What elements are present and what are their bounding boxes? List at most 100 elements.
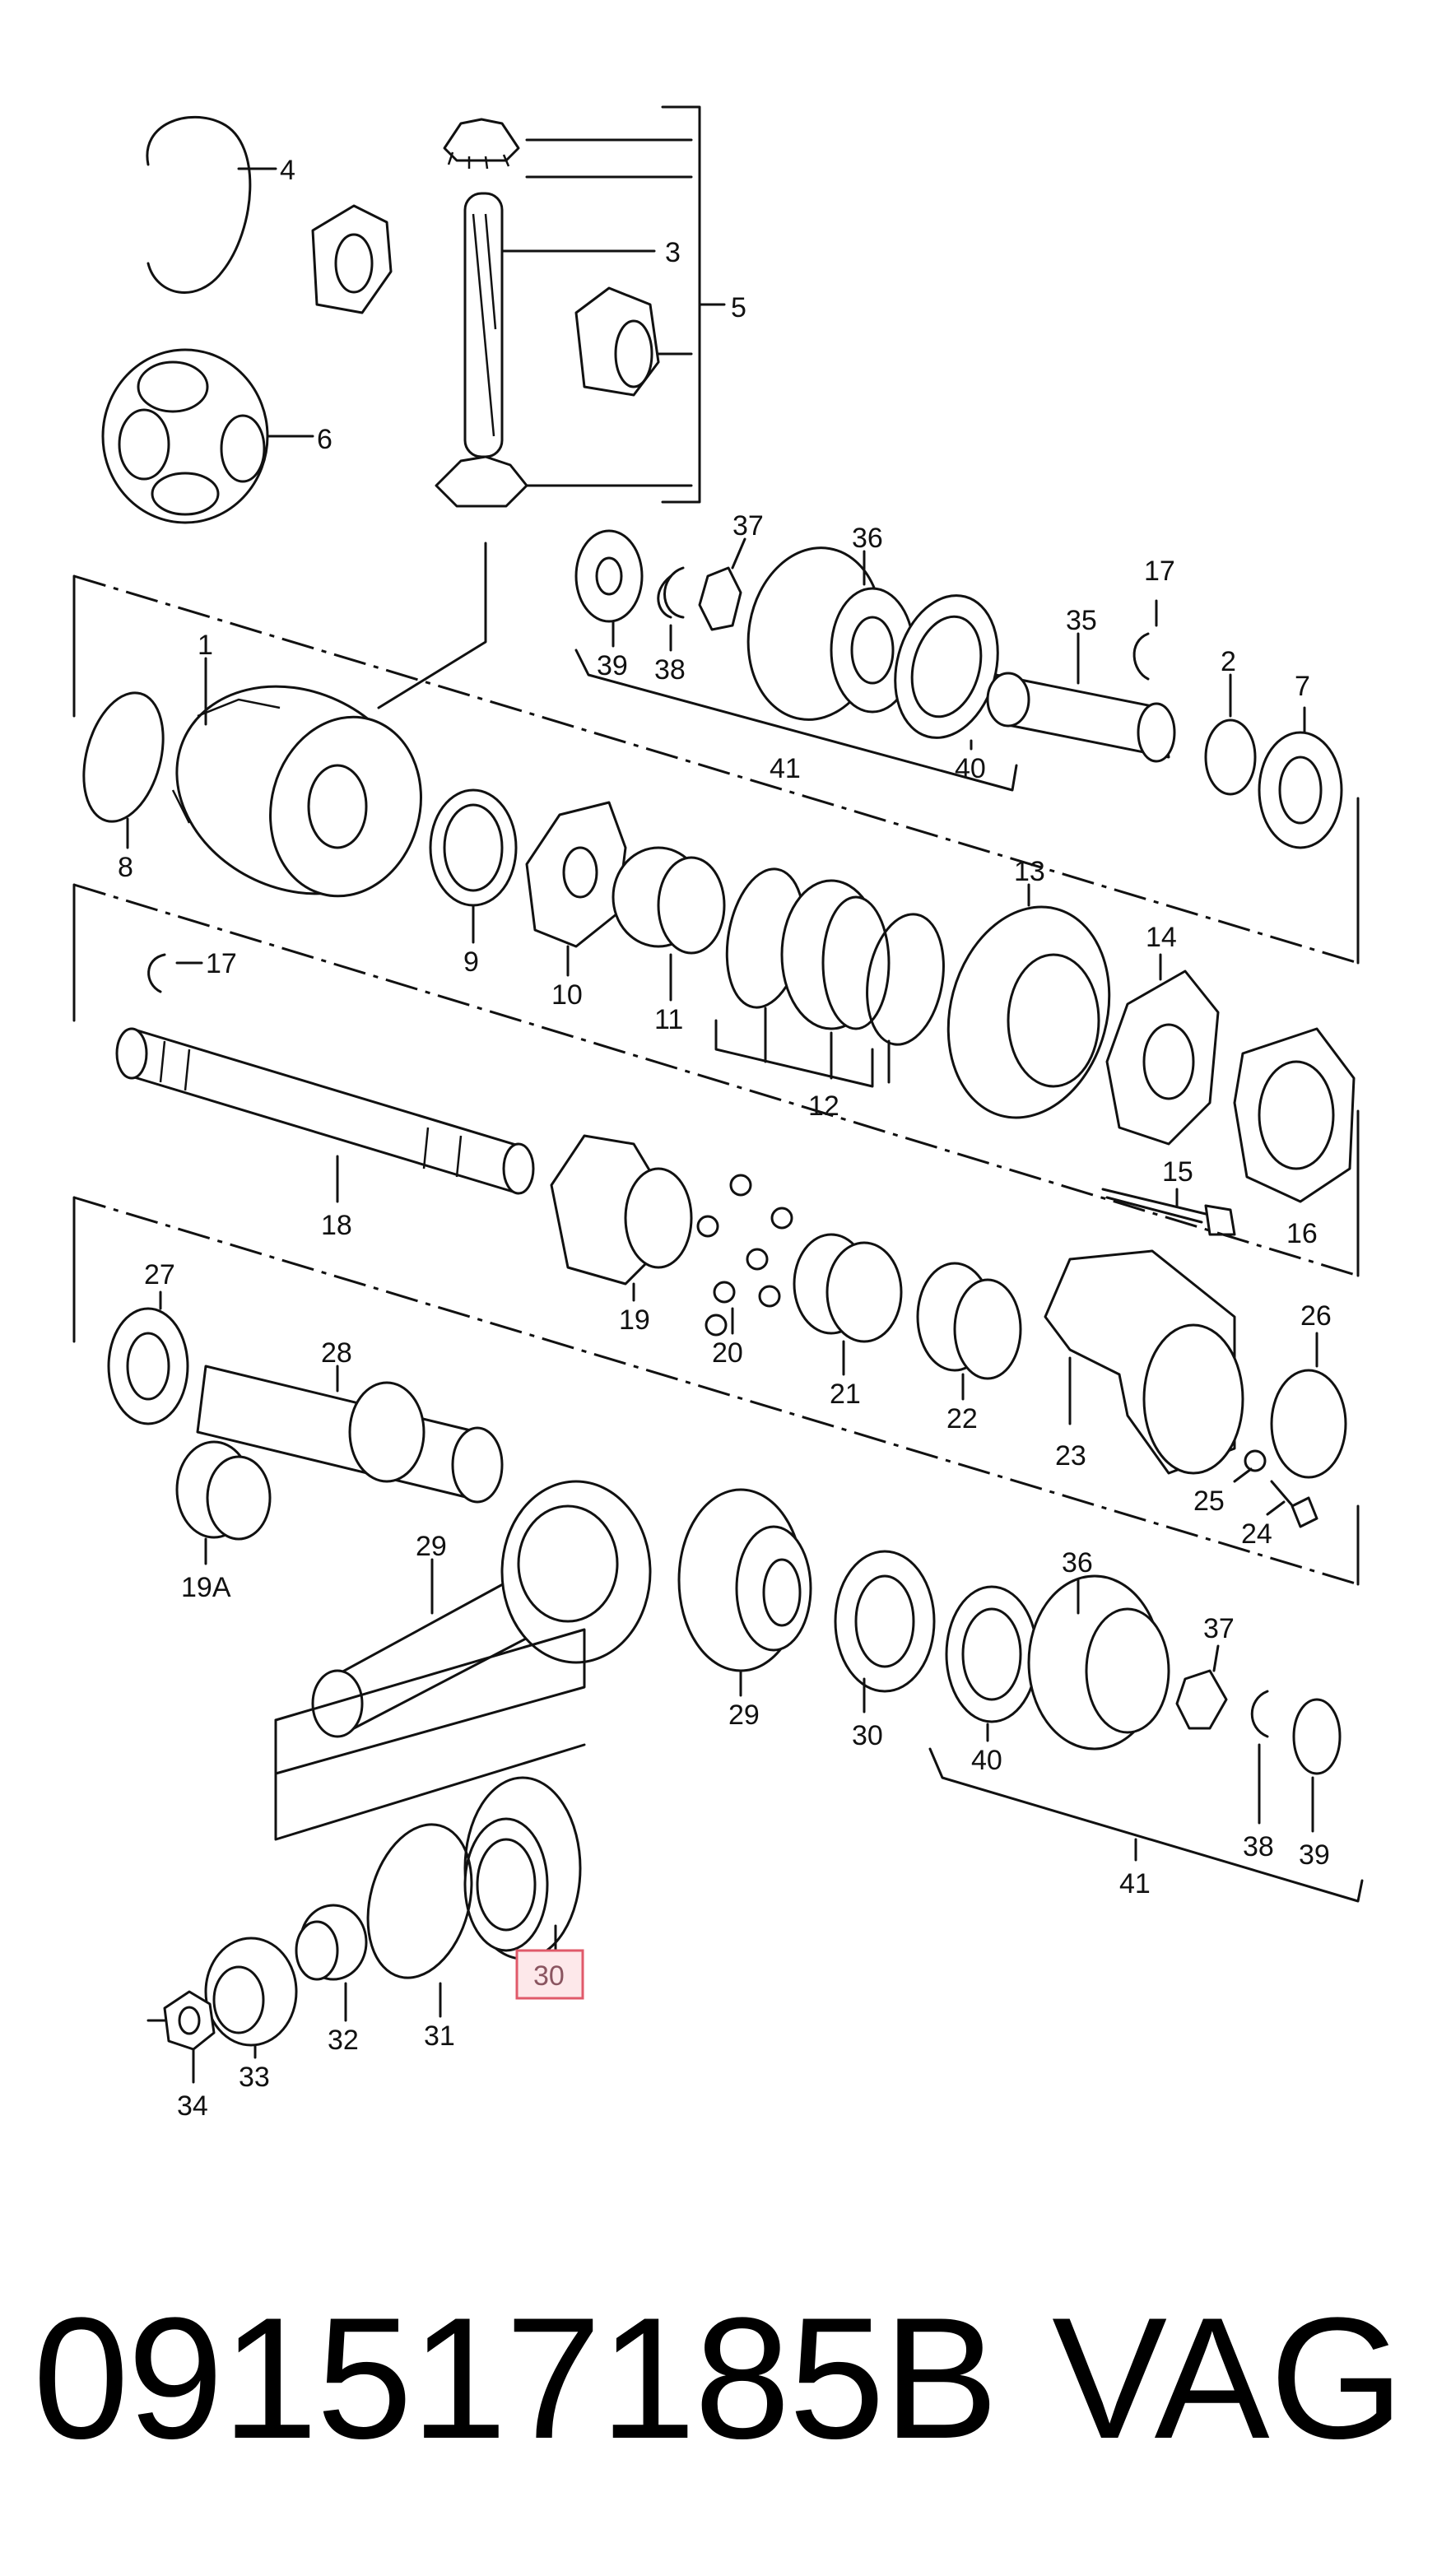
flange-36-top [746, 546, 915, 721]
lock-washer-37-low [1175, 1669, 1228, 1730]
callout-17-top: 17 [1144, 556, 1175, 587]
footer: 091517185B VAG [0, 2255, 1437, 2502]
snap-ring-2 [1204, 718, 1257, 796]
callout-12: 12 [808, 1090, 839, 1122]
callout-10: 10 [551, 979, 583, 1011]
differential-case-1 [171, 685, 422, 898]
callout-23: 23 [1055, 1440, 1086, 1472]
callout-22: 22 [946, 1403, 978, 1434]
callout-15: 15 [1162, 1156, 1193, 1188]
seal-40-low [945, 1585, 1039, 1723]
balls-20 [696, 1174, 793, 1337]
callout-18: 18 [321, 1210, 352, 1241]
callout-3: 3 [665, 237, 681, 268]
callout-32: 32 [328, 2025, 359, 2056]
differential-housing-6 [101, 348, 269, 524]
highlight-label-30: 30 [533, 1960, 565, 1992]
bearing-7 [1258, 731, 1343, 849]
callout-37-low: 37 [1203, 1613, 1235, 1644]
callout-7: 7 [1295, 671, 1310, 702]
callout-21: 21 [830, 1379, 861, 1410]
callout-16: 16 [1286, 1218, 1318, 1249]
washer-25 [1244, 1449, 1267, 1472]
callout-14: 14 [1146, 922, 1177, 953]
gasket-16 [1233, 1027, 1356, 1203]
roller-bearing-12 [725, 867, 945, 1046]
callout-17-mid: 17 [206, 948, 237, 979]
callout-41-low: 41 [1119, 1868, 1151, 1899]
brand-name: VAG [1052, 2281, 1404, 2475]
callout-9: 9 [463, 946, 479, 978]
bolt-24 [1270, 1480, 1318, 1528]
ring-31 [366, 1823, 473, 1979]
bearing-30 [834, 1550, 936, 1693]
ring-26 [1270, 1369, 1347, 1479]
callout-26: 26 [1300, 1300, 1332, 1332]
circlip-38-top [657, 566, 685, 619]
callout-40-low: 40 [971, 1745, 1002, 1776]
callout-28: 28 [321, 1337, 352, 1369]
circlip-4 [146, 115, 252, 294]
callout-29-low: 29 [728, 1700, 760, 1731]
lock-washer-37-top [698, 566, 742, 631]
spider-gear-top [443, 118, 520, 170]
gasket-14 [1105, 969, 1220, 1146]
part-number: 091517185B [33, 2281, 998, 2475]
snap-ring-8 [82, 691, 165, 823]
side-gear-right [574, 286, 660, 397]
callout-41-top: 41 [770, 753, 801, 784]
bearing-39-low [1292, 1698, 1342, 1775]
bearing-33 [204, 1937, 298, 2047]
callout-11: 11 [654, 1004, 683, 1035]
circlip-38-low [1250, 1690, 1269, 1738]
callout-33: 33 [239, 2062, 270, 2093]
circlip-17-top [1132, 632, 1150, 681]
callout-38-low: 38 [1243, 1831, 1274, 1862]
callout-19: 19 [619, 1304, 650, 1336]
lock-plate-10 [525, 801, 627, 948]
spider-gear-bottom [435, 455, 528, 508]
callout-5: 5 [731, 292, 746, 323]
highlight-box-30 [515, 1949, 584, 2000]
drive-shaft-35 [986, 672, 1176, 763]
needle-cage-21 [793, 1233, 903, 1343]
callout-30-low: 30 [852, 1720, 883, 1751]
callout-8: 8 [118, 852, 133, 883]
callout-40-top: 40 [955, 753, 986, 784]
callout-4: 4 [280, 155, 295, 186]
circlip-17-mid [147, 953, 166, 993]
shaft-pin-3 [463, 192, 504, 458]
bearing-39-top [574, 529, 644, 623]
bearing-30-low [463, 1776, 582, 1960]
callout-20: 20 [712, 1337, 743, 1369]
callout-1: 1 [198, 630, 213, 661]
needle-bearing-11 [612, 846, 726, 955]
callout-13: 13 [1014, 856, 1045, 887]
side-gear-left [311, 204, 393, 314]
callout-37-top: 37 [732, 510, 764, 542]
needle-cage-22 [916, 1262, 1022, 1380]
seal-27 [107, 1307, 189, 1425]
callout-25: 25 [1193, 1486, 1225, 1517]
callout-36-top: 36 [852, 523, 883, 554]
input-shaft-18 [115, 1027, 535, 1195]
flange-36-low [1027, 1574, 1170, 1751]
bushing-9 [429, 788, 518, 907]
callout-35: 35 [1066, 605, 1097, 636]
bolt-15 [1101, 1188, 1207, 1224]
callout-6: 6 [317, 424, 333, 455]
ring-gear-29 [677, 1488, 812, 1672]
needle-cage-19A [175, 1440, 272, 1541]
callout-19A: 19A [181, 1572, 231, 1603]
housing-23 [1044, 1249, 1244, 1475]
main-shaft-28 [196, 1365, 504, 1504]
nut-34 [163, 1990, 216, 2051]
callout-2: 2 [1221, 646, 1236, 677]
callout-36-low: 36 [1062, 1547, 1093, 1579]
callout-39-low: 39 [1299, 1839, 1330, 1871]
callout-39-top: 39 [597, 650, 628, 681]
callout-38-top: 38 [654, 654, 686, 686]
synchro-hub-19 [550, 1134, 693, 1286]
callout-27: 27 [144, 1259, 175, 1290]
callout-24: 24 [1241, 1518, 1272, 1550]
